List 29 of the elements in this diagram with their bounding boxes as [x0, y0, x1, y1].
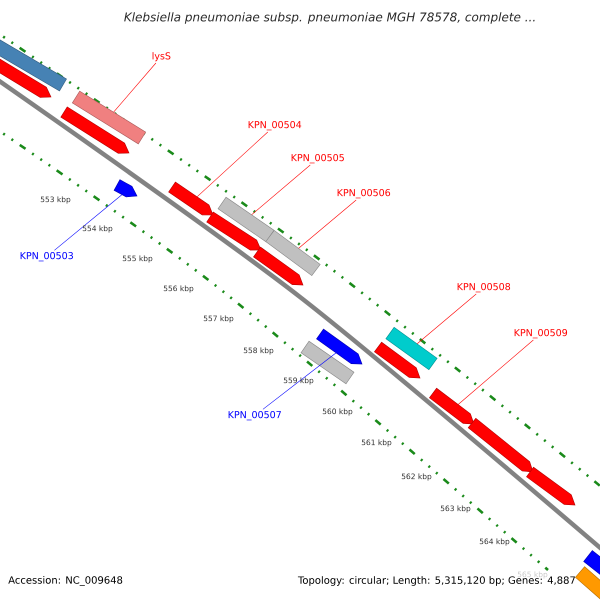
- gene-feature: [0, 58, 52, 98]
- leader-line: [262, 352, 336, 410]
- gene-label: lysS: [152, 52, 170, 62]
- leader-line: [196, 132, 268, 197]
- gene-label: KPN_00503: [20, 252, 73, 262]
- leader-line: [458, 340, 534, 405]
- gene-label: KPN_00505: [292, 154, 344, 164]
- title: Klebsiella pneumoniae subsp. pneumoniae MGH 78578, complete ...: [124, 12, 535, 24]
- gene-feature: [526, 466, 576, 506]
- gene-label: KPN_00508: [458, 283, 510, 292]
- gene-block: [300, 340, 354, 384]
- leader-line: [113, 62, 156, 112]
- gene-block: [218, 196, 274, 242]
- gene-feature: [583, 550, 600, 576]
- leader-line: [54, 194, 122, 251]
- gene-label: KPN_00506: [338, 189, 390, 198]
- gene-label: KPN_00507: [228, 411, 281, 420]
- gene-label: KPN_00504: [248, 121, 302, 130]
- gene-feature: [206, 212, 262, 250]
- gene-label: KPN_00509: [514, 329, 568, 338]
- leader-line: [416, 294, 476, 344]
- gene-feature: [253, 246, 304, 286]
- accession-text: Accession: NC_009648: [8, 576, 122, 586]
- gene-feature: [168, 182, 214, 216]
- gene-block: [0, 38, 67, 92]
- gene-feature: [316, 328, 362, 364]
- leader-line: [298, 200, 356, 249]
- gene-feature: [114, 179, 138, 198]
- leader-line: [251, 164, 311, 215]
